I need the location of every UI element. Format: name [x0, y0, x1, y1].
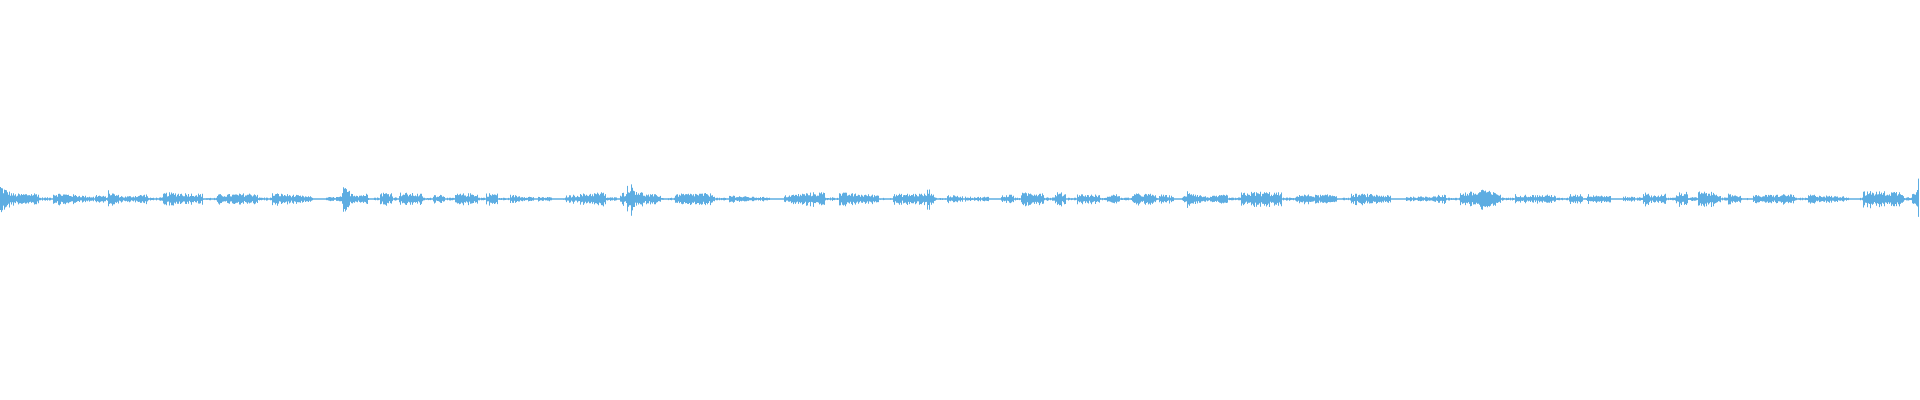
waveform-path [0, 178, 1919, 217]
